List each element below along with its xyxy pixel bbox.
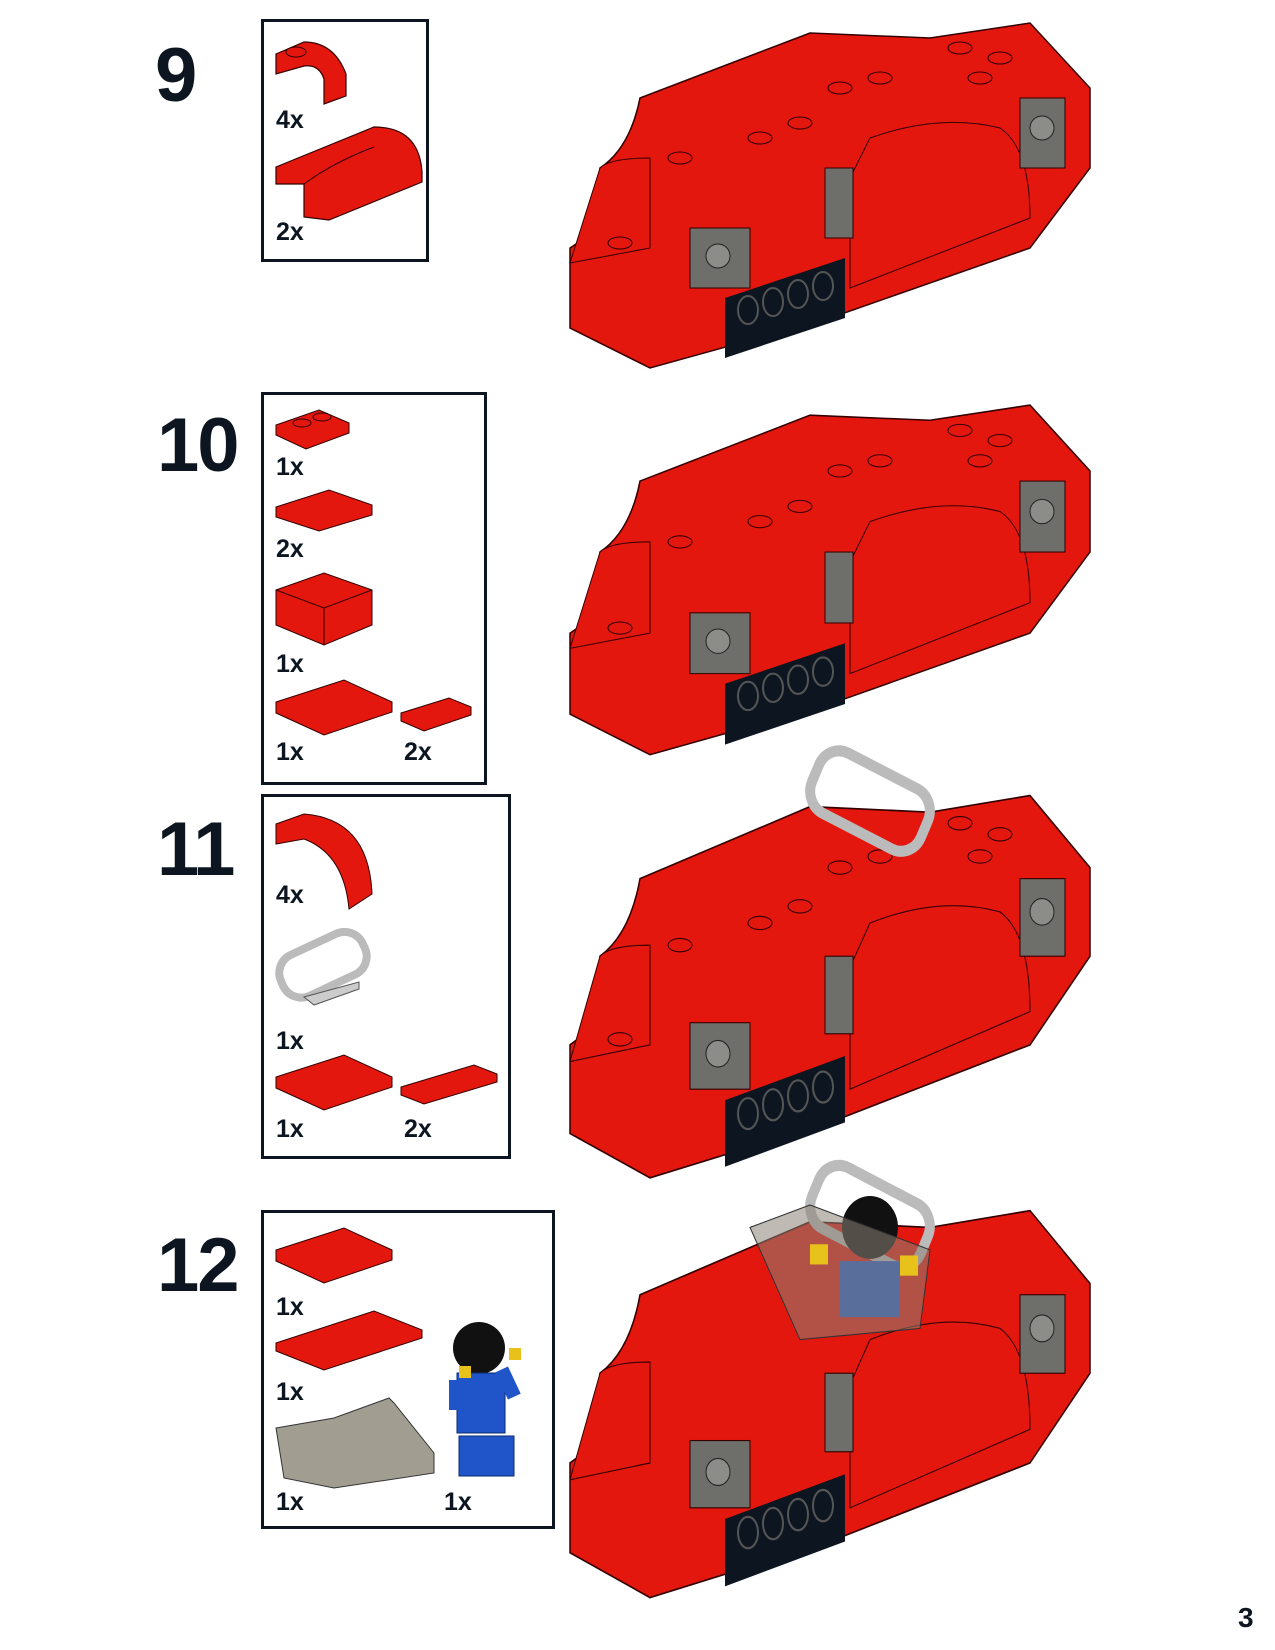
part-qty: 1x (276, 1378, 304, 1406)
part-qty: 2x (276, 535, 304, 563)
arch-curved-icon (275, 813, 373, 910)
part-qty: 1x (276, 1027, 304, 1055)
plate-2x3-icon (275, 1227, 393, 1284)
step-number-11: 11 (157, 807, 235, 892)
part-qty: 1x (276, 1293, 304, 1321)
minifig-driver-icon (449, 1322, 521, 1477)
roll-bar-icon (275, 927, 371, 1006)
model-step-9 (560, 18, 1120, 388)
part-qty: 4x (276, 106, 304, 134)
part-qty: 2x (404, 738, 432, 766)
plate-1x2-icon (275, 409, 350, 450)
part-qty: 1x (276, 650, 304, 678)
part-qty: 1x (276, 1488, 304, 1516)
part-qty: 1x (276, 453, 304, 481)
model-step-10 (560, 400, 1120, 775)
part-qty: 1x (276, 738, 304, 766)
step-number-10: 10 (157, 403, 240, 488)
model-step-11 (560, 745, 1120, 1200)
part-qty: 2x (276, 218, 304, 246)
parts-list-step-12: 1x 1x 1x 1x (261, 1210, 555, 1529)
parts-list-step-9: 4x 2x (261, 19, 429, 262)
plate-2x3-icon (275, 679, 393, 736)
part-qty: 4x (276, 881, 304, 909)
curved-slope-1x4-icon (275, 126, 423, 221)
parts-list-step-10: 1x 2x 1x 1x 2x (261, 392, 487, 785)
part-qty: 1x (276, 1115, 304, 1143)
part-qty: 2x (404, 1115, 432, 1143)
windscreen-icon (275, 1397, 435, 1489)
brick-2x2-icon (275, 572, 373, 646)
tile-1x3-icon (400, 1064, 498, 1105)
model-step-12 (560, 1159, 1120, 1620)
part-qty: 1x (444, 1488, 472, 1516)
step-number-12: 12 (157, 1223, 240, 1308)
plate-2x3-icon (275, 1054, 393, 1111)
parts-list-step-11: 4x 1x 1x 2x (261, 794, 511, 1159)
tile-1x2-icon (400, 697, 472, 732)
tile-2x4-icon (275, 1310, 423, 1371)
plate-1x3-icon (275, 489, 373, 532)
curved-slope-1x2-icon (275, 41, 347, 105)
step-number-9: 9 (155, 33, 197, 118)
page-number: 3 (1238, 1602, 1254, 1633)
